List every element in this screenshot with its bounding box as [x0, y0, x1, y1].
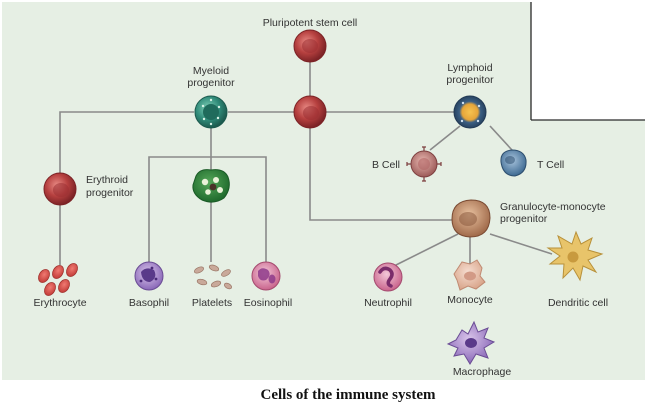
erythroid-progenitor-cell — [43, 172, 77, 206]
dendritic-label: Dendritic cell — [548, 297, 608, 309]
granulocyte-label-line1: Granulocyte-monocyte — [500, 201, 606, 213]
lymphoid-label-line1: Lymphoid — [447, 62, 492, 74]
lymphoid-progenitor-cell — [453, 95, 487, 129]
blank-corner-box — [531, 2, 645, 120]
diagram-panel — [2, 2, 645, 380]
dendritic-cell — [546, 230, 604, 282]
macrophage-cell — [446, 320, 496, 365]
erythroid-label-line2: progenitor — [86, 187, 134, 199]
macrophage-label: Macrophage — [453, 366, 512, 378]
common-progenitor-cell — [293, 95, 327, 129]
granulocyte-label-line2: progenitor — [500, 213, 548, 225]
granulocyte-monocyte-progenitor-cell — [451, 199, 491, 238]
erythrocyte-cells — [38, 263, 78, 296]
pluripotent-label: Pluripotent stem cell — [263, 17, 358, 29]
myeloid-progenitor-cell — [194, 95, 228, 129]
b-cell-label: B Cell — [372, 159, 400, 171]
monocyte-label: Monocyte — [447, 294, 493, 306]
figure-caption: Cells of the immune system — [261, 387, 436, 403]
erythrocyte-label: Erythrocyte — [33, 297, 86, 309]
neutrophil-label: Neutrophil — [364, 297, 412, 309]
t-cell — [500, 149, 527, 177]
neutrophil-cell — [373, 262, 403, 292]
eosinophil-cell — [251, 261, 281, 291]
pluripotent-stem-cell — [293, 29, 327, 63]
lymphoid-label-line2: progenitor — [446, 74, 494, 86]
platelet-cells — [193, 264, 233, 290]
erythroid-label-line1: Erythroid — [86, 174, 128, 186]
megakaryocyte-cell — [192, 169, 230, 203]
myeloid-label-line1: Myeloid — [193, 65, 229, 77]
connector-lines — [59, 62, 553, 267]
monocyte-cell — [453, 259, 486, 291]
basophil-label: Basophil — [129, 297, 169, 309]
basophil-cell — [134, 261, 164, 291]
myeloid-label-line2: progenitor — [187, 77, 235, 89]
eosinophil-label: Eosinophil — [244, 297, 292, 309]
platelets-label: Platelets — [192, 297, 232, 309]
b-cell — [406, 146, 442, 182]
t-cell-label: T Cell — [537, 159, 564, 171]
